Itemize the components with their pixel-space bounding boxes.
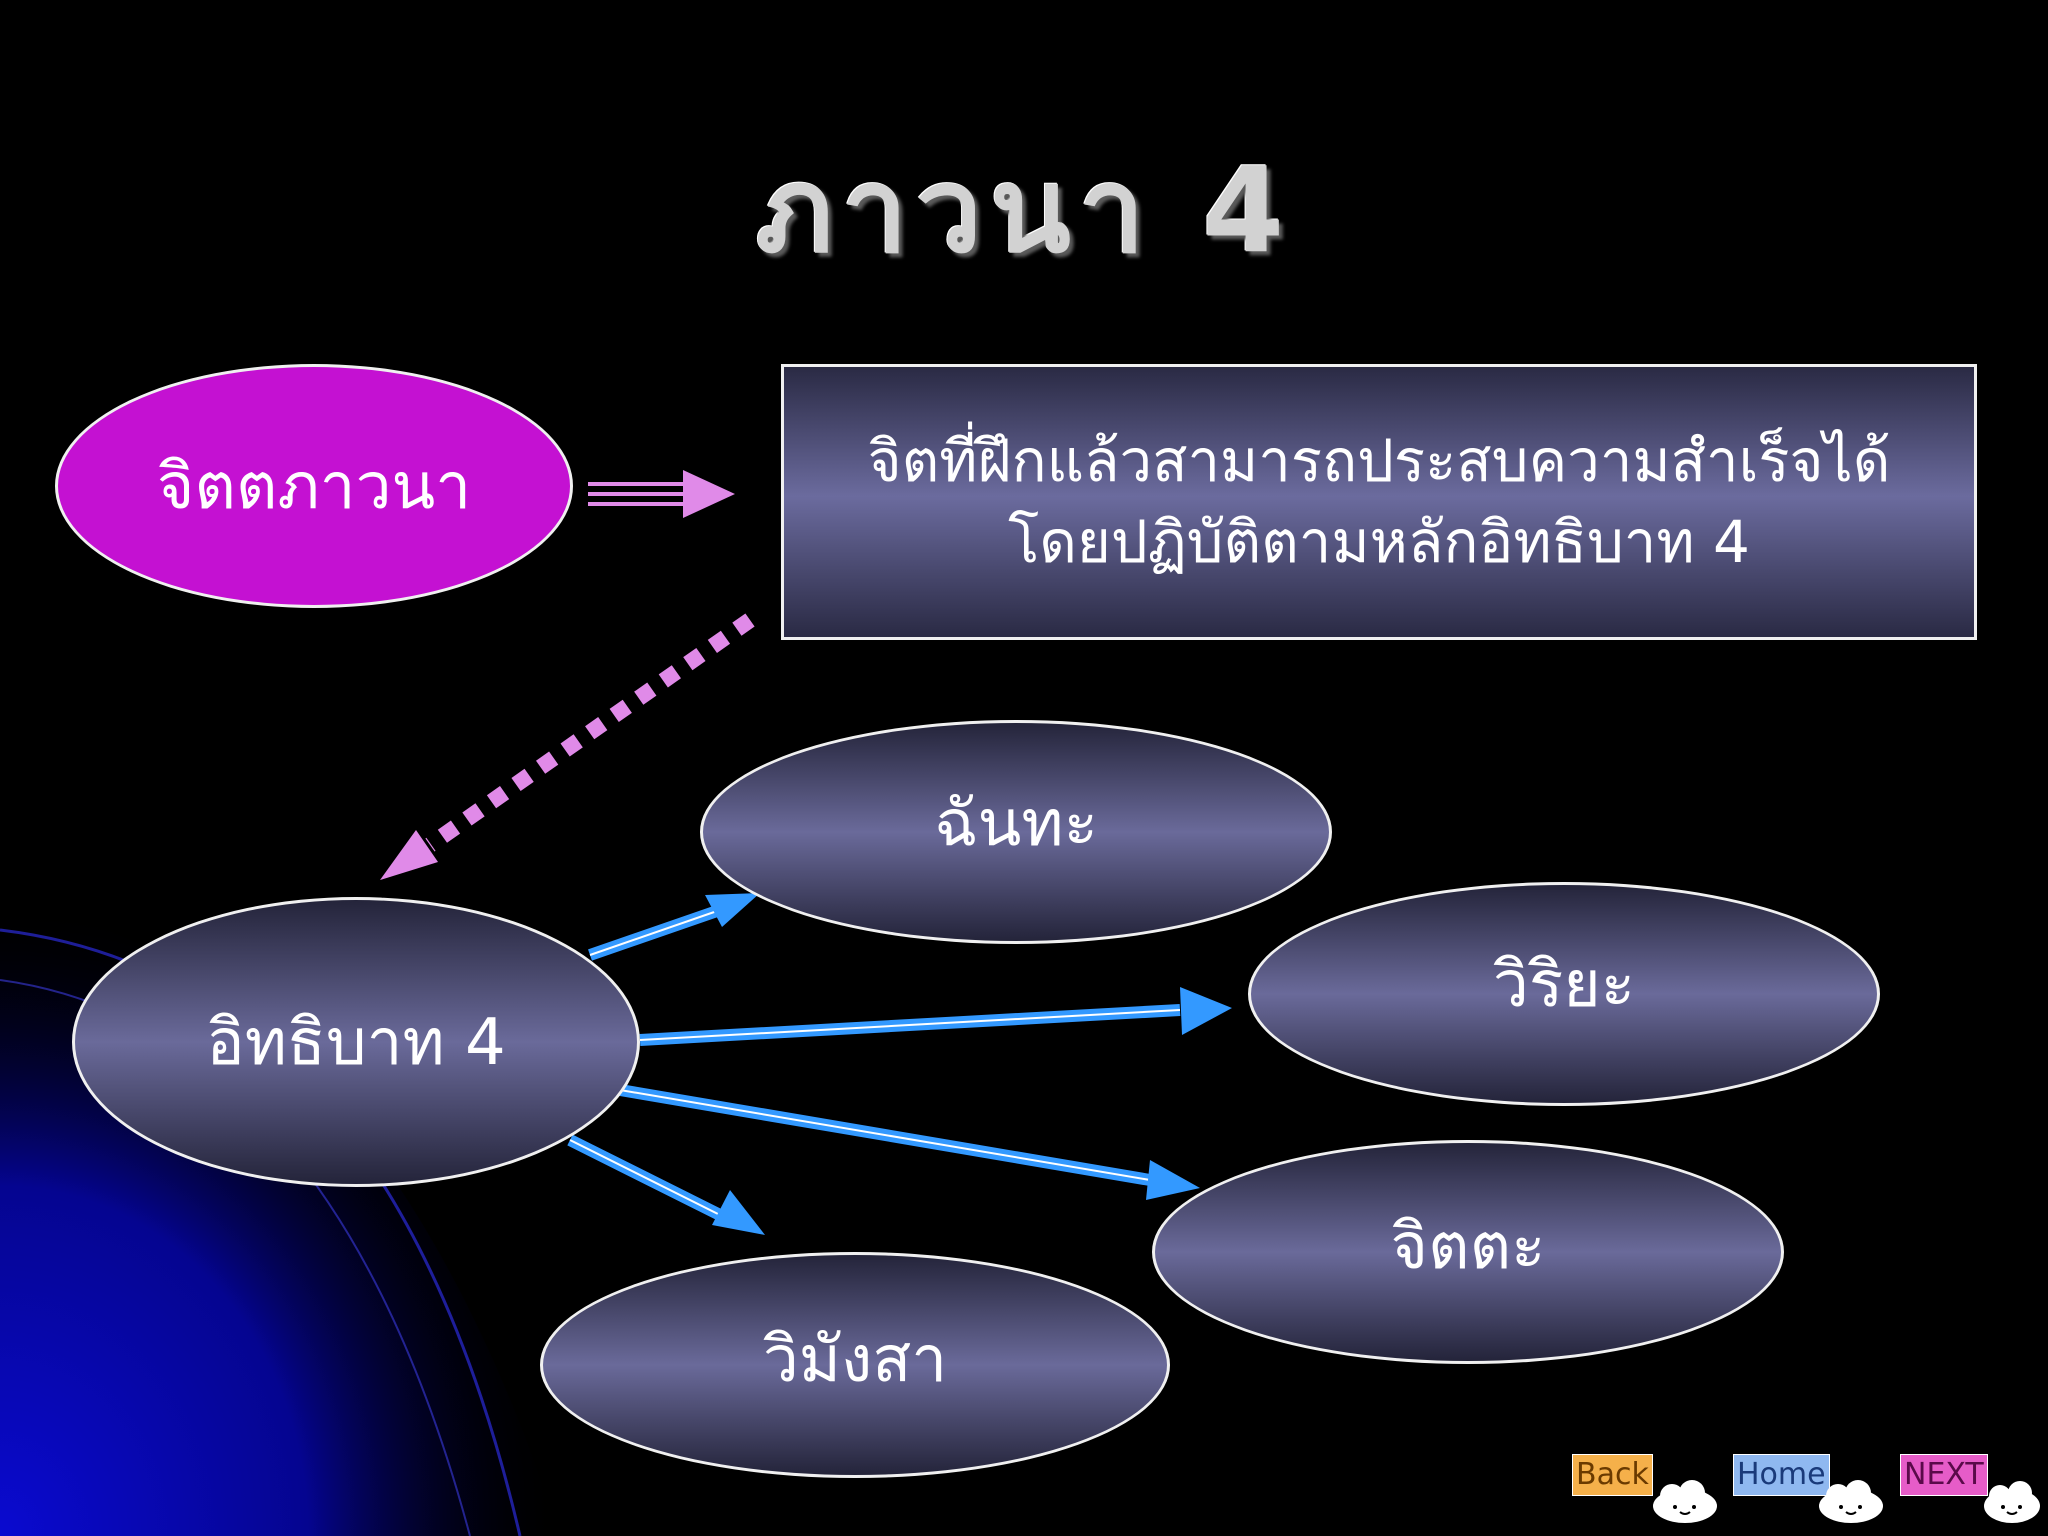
arrow-to-vimamsa — [567, 1134, 765, 1235]
arrow-to-chanda — [588, 893, 760, 961]
cloud-icon — [1819, 1480, 1883, 1523]
arrow-to-citta — [618, 1084, 1200, 1200]
node-citta-label: จิตตะ — [1390, 1210, 1546, 1284]
dotted-arrow-to-iddhipada — [380, 613, 755, 880]
arrow-to-viriya — [639, 987, 1232, 1046]
node-iddhipada-label: อิทธิบาท 4 — [206, 1006, 506, 1080]
node-chitta-bhavana-label: จิตตภาวนา — [156, 450, 472, 524]
node-iddhipada: อิทธิบาท 4 — [72, 897, 640, 1187]
home-button[interactable]: Home — [1733, 1454, 1830, 1496]
arrow-to-definition — [588, 470, 735, 518]
slide-title: ภาวนา 4 — [755, 141, 1293, 279]
next-button[interactable]: NEXT — [1900, 1454, 1988, 1496]
node-vimamsa: วิมังสา — [540, 1252, 1170, 1478]
node-citta: จิตตะ — [1152, 1140, 1784, 1364]
node-chanda: ฉันทะ — [700, 720, 1332, 944]
definition-line-2: โดยปฏิบัติตามหลักอิทธิบาท 4 — [1008, 508, 1750, 576]
node-vimamsa-label: วิมังสา — [762, 1323, 948, 1397]
back-button[interactable]: Back — [1572, 1454, 1653, 1496]
cloud-icon — [1984, 1481, 2040, 1523]
cloud-icon — [1653, 1480, 1717, 1523]
definition-line-1: จิตที่ฝึกแล้วสามารถประสบความสำเร็จได้ — [867, 426, 1891, 495]
definition-box: จิตที่ฝึกแล้วสามารถประสบความสำเร็จได้ โด… — [781, 364, 1977, 640]
node-viriya: วิริยะ — [1248, 882, 1880, 1106]
node-viriya-label: วิริยะ — [1492, 948, 1636, 1022]
node-chanda-label: ฉันทะ — [934, 787, 1098, 861]
node-chitta-bhavana: จิตตภาวนา — [55, 364, 573, 608]
